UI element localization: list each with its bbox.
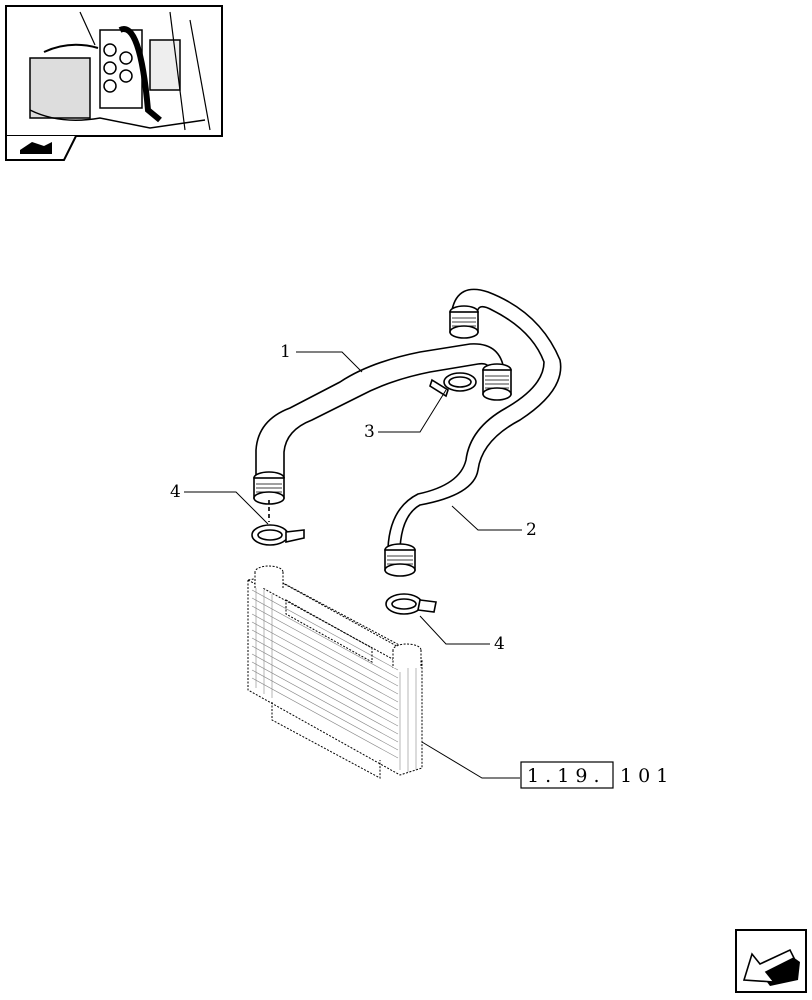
callout-2: 2: [526, 520, 537, 540]
clamp-part-4-upper: [251, 500, 305, 546]
callout-1: 1: [280, 342, 291, 362]
section-icon[interactable]: [5, 135, 77, 161]
next-page-arrow-icon[interactable]: [735, 929, 807, 993]
leader-lines: [184, 351, 522, 779]
reference-code[interactable]: 1 . 1 9 . 1 0 1: [520, 761, 668, 789]
callout-3: 3: [364, 422, 375, 442]
callout-4-lower: 4: [494, 634, 505, 654]
clamp-part-3: [429, 372, 477, 398]
reference-code-rest: 1 0 1: [620, 765, 668, 787]
oil-cooler-assembly: [247, 565, 423, 779]
cooler-fins: [251, 586, 417, 772]
clamp-part-4-lower: [385, 593, 437, 615]
hose-part-1: [253, 343, 512, 505]
callout-4-upper: 4: [170, 482, 181, 502]
tractor-engine-thumbnail-icon[interactable]: [5, 5, 223, 137]
hose-part-2: [384, 288, 562, 577]
reference-code-boxed: 1 . 1 9 .: [527, 765, 600, 787]
